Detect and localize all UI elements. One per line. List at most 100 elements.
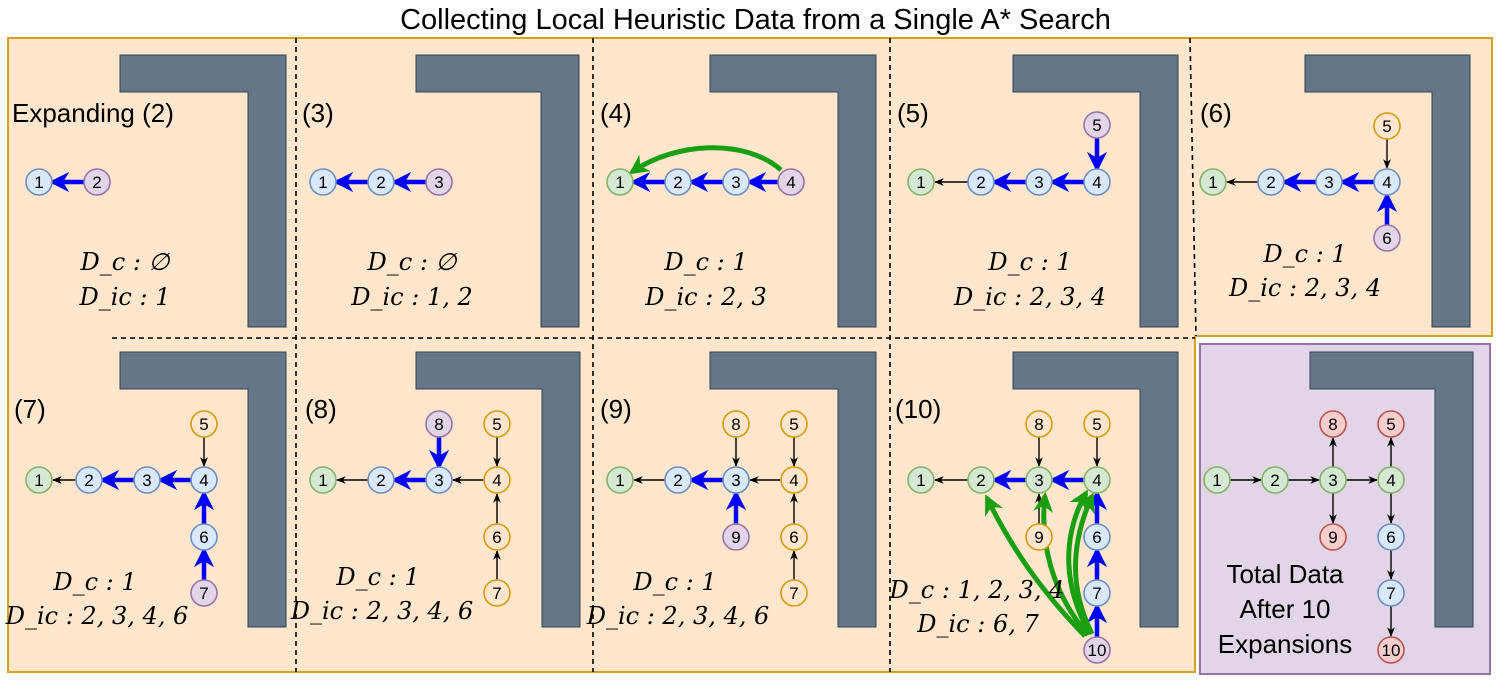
node-6-panel-7: 6 [483, 523, 511, 551]
node-2-panel-9: 2 [967, 466, 995, 494]
node-4-panel-6: 4 [190, 466, 218, 494]
node-1-panel-7: 1 [309, 466, 337, 494]
svg-text:8: 8 [731, 415, 740, 434]
node-10-panel-10: 10 [1377, 636, 1405, 664]
svg-text:2: 2 [376, 471, 385, 490]
dc-label-7: D_c : 1 [52, 568, 136, 596]
node-1-panel-6: 1 [25, 466, 53, 494]
node-5-panel-6: 5 [190, 410, 218, 438]
dic-label-8: D_ic : 2, 3, 4, 6 [290, 597, 474, 625]
obstacles [119, 54, 1474, 628]
dic-label-4: D_ic : 2, 3 [644, 283, 767, 311]
svg-text:5: 5 [1092, 116, 1101, 135]
svg-text:9: 9 [1034, 528, 1043, 547]
svg-text:7: 7 [1092, 584, 1101, 603]
dic-label-9: D_ic : 2, 3, 4, 6 [586, 602, 770, 630]
dic-label-7: D_ic : 2, 3, 4, 6 [5, 602, 189, 630]
svg-text:3: 3 [434, 173, 443, 192]
svg-text:6: 6 [199, 528, 208, 547]
node-6-panel-8: 6 [780, 523, 808, 551]
node-4-panel-10: 4 [1377, 466, 1405, 494]
dic-label-2: D_ic : 1 [79, 283, 171, 311]
node-5-panel-7: 5 [483, 410, 511, 438]
svg-text:5: 5 [1386, 415, 1395, 434]
obstacle-wall-8 [709, 351, 877, 628]
svg-text:5: 5 [1092, 415, 1101, 434]
obstacle-wall-4 [1012, 54, 1179, 328]
svg-text:2: 2 [92, 173, 101, 192]
node-7-panel-10: 7 [1377, 579, 1405, 607]
svg-text:3: 3 [731, 173, 740, 192]
svg-text:1: 1 [34, 471, 43, 490]
svg-text:4: 4 [786, 173, 795, 192]
consistency-arrow-2-panel-9 [1033, 492, 1090, 637]
node-8-panel-7: 8 [425, 410, 453, 438]
node-2-panel-10: 2 [1261, 466, 1289, 494]
consistency-arrow-1-panel-9 [984, 494, 1087, 638]
svg-text:1: 1 [1212, 471, 1221, 490]
svg-text:2: 2 [84, 471, 93, 490]
svg-text:3: 3 [142, 471, 151, 490]
obstacle-wall-10 [1309, 351, 1474, 628]
panel-label-9: (9) [600, 394, 632, 424]
node-6-panel-9: 6 [1083, 523, 1111, 551]
svg-text:3: 3 [1328, 471, 1337, 490]
dc-label-5: D_c : 1 [987, 248, 1071, 276]
node-5-panel-10: 5 [1377, 410, 1405, 438]
node-1-panel-9: 1 [907, 466, 935, 494]
svg-text:4: 4 [1092, 471, 1101, 490]
obstacle-wall-1 [119, 54, 287, 328]
svg-text:2: 2 [976, 173, 985, 192]
dc-label-6: D_c : 1 [1262, 240, 1346, 268]
svg-text:10: 10 [1382, 641, 1401, 660]
summary-line-1: Total Data [1226, 559, 1344, 589]
obstacle-wall-2 [415, 54, 580, 328]
svg-text:1: 1 [615, 173, 624, 192]
node-3-panel-2: 3 [425, 168, 453, 196]
node-3-panel-5: 3 [1315, 168, 1343, 196]
node-7-panel-6: 7 [190, 579, 218, 607]
node-4-panel-5: 4 [1373, 168, 1401, 196]
svg-text:2: 2 [673, 471, 682, 490]
node-2-panel-8: 2 [664, 466, 692, 494]
summary-line-3: Expansions [1218, 629, 1352, 659]
node-9-panel-9: 9 [1025, 523, 1053, 551]
node-1-panel-8: 1 [606, 466, 634, 494]
node-5-panel-9: 5 [1083, 410, 1111, 438]
svg-text:9: 9 [731, 528, 740, 547]
svg-text:4: 4 [492, 471, 501, 490]
svg-text:2: 2 [1270, 471, 1279, 490]
svg-text:3: 3 [1324, 173, 1333, 192]
svg-text:1: 1 [916, 471, 925, 490]
dc-label-3: D_c : ∅ [367, 248, 458, 276]
node-5-panel-4: 5 [1083, 111, 1111, 139]
node-9-panel-10: 9 [1319, 523, 1347, 551]
figure-title: Collecting Local Heuristic Data from a S… [400, 4, 1111, 36]
svg-text:6: 6 [1382, 229, 1391, 248]
svg-text:5: 5 [199, 415, 208, 434]
svg-text:7: 7 [492, 584, 501, 603]
node-10-panel-9: 10 [1083, 636, 1111, 664]
svg-text:4: 4 [199, 471, 208, 490]
dc-label-2: D_c : ∅ [80, 248, 171, 276]
node-3-panel-3: 3 [722, 168, 750, 196]
node-2-panel-3: 2 [664, 168, 692, 196]
svg-text:1: 1 [1208, 173, 1217, 192]
consistency-arrow-4-panel-9 [1073, 492, 1095, 636]
node-4-panel-3: 4 [777, 168, 805, 196]
node-3-panel-9: 3 [1025, 466, 1053, 494]
svg-text:5: 5 [492, 415, 501, 434]
panel-label-2: Expanding (2) [12, 98, 174, 128]
svg-text:10: 10 [1088, 641, 1107, 660]
svg-text:3: 3 [1034, 471, 1043, 490]
svg-text:2: 2 [376, 173, 385, 192]
node-4-panel-8: 4 [780, 466, 808, 494]
node-9-panel-8: 9 [722, 523, 750, 551]
dic-label-6: D_ic : 2, 3, 4 [1228, 274, 1381, 302]
panel-label-4: (4) [600, 98, 632, 128]
node-3-panel-8: 3 [722, 466, 750, 494]
data-set-labels: D_c : ∅ D_ic : 1 D_c : ∅ D_ic : 1, 2 D_c… [5, 240, 1381, 638]
panel-label-10: (10) [895, 394, 941, 424]
node-5-panel-5: 5 [1373, 112, 1401, 140]
